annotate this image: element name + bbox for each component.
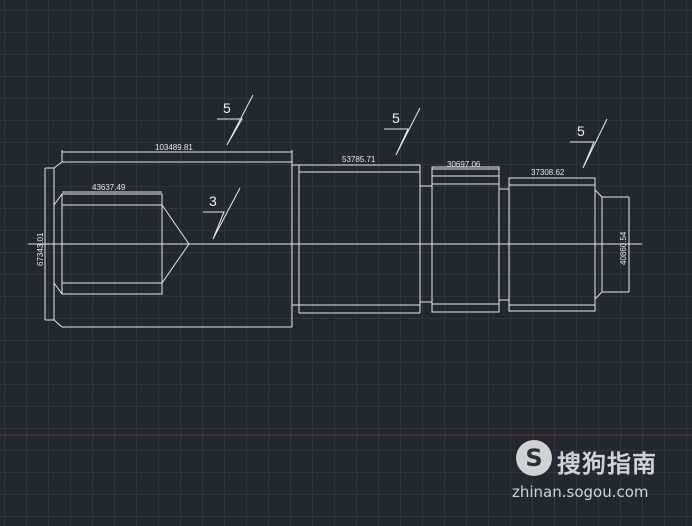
roughness-symbol-4[interactable]: 3 — [203, 187, 241, 240]
roughness-symbol-1[interactable]: 5 — [217, 94, 254, 146]
roughness-value-1: 5 — [223, 100, 231, 116]
dimension-text-right-diameter: 40860.54 — [619, 231, 628, 265]
roughness-symbol-3[interactable]: 5 — [570, 118, 608, 169]
sogou-logo-icon — [516, 440, 552, 476]
roughness-value-4: 3 — [209, 193, 217, 209]
dimension-text-middle-section: 53785.71 — [342, 155, 376, 164]
dimension-overall-left[interactable]: 103489.81 — [61, 143, 293, 162]
dimension-left-diameter[interactable]: 67343.01 — [36, 232, 45, 266]
dimension-text-overall-left: 103489.81 — [155, 143, 193, 152]
neck-section — [499, 188, 509, 301]
roughness-value-2: 5 — [392, 110, 400, 126]
internal-bore — [53, 193, 190, 295]
roughness-symbol-2[interactable]: 5 — [384, 107, 421, 156]
dimension-bore-depth[interactable]: 43637.49 — [62, 183, 162, 193]
right-end — [594, 189, 630, 300]
left-body — [53, 161, 293, 328]
watermark-url: zhinan.sogou.com — [512, 483, 649, 501]
left-flange — [44, 167, 55, 321]
dimension-text-groove-section: 30697.06 — [447, 160, 481, 169]
dimension-right-section[interactable]: 37308.62 — [509, 168, 595, 179]
dimension-middle-section[interactable]: 53785.71 — [299, 155, 420, 166]
dimension-text-left-diameter: 67343.01 — [36, 232, 45, 266]
groove-section — [431, 166, 500, 313]
dimension-text-bore-depth: 43637.49 — [92, 183, 126, 192]
dimension-groove-section[interactable]: 30697.06 — [432, 160, 499, 170]
roughness-value-3: 5 — [577, 123, 585, 139]
dimension-text-right-section: 37308.62 — [531, 168, 565, 177]
dimension-right-diameter[interactable]: 40860.54 — [619, 231, 628, 265]
sogou-logo-glyph: S — [525, 444, 543, 472]
watermark-brand: 搜狗指南 — [557, 450, 657, 478]
middle-section — [292, 164, 421, 314]
